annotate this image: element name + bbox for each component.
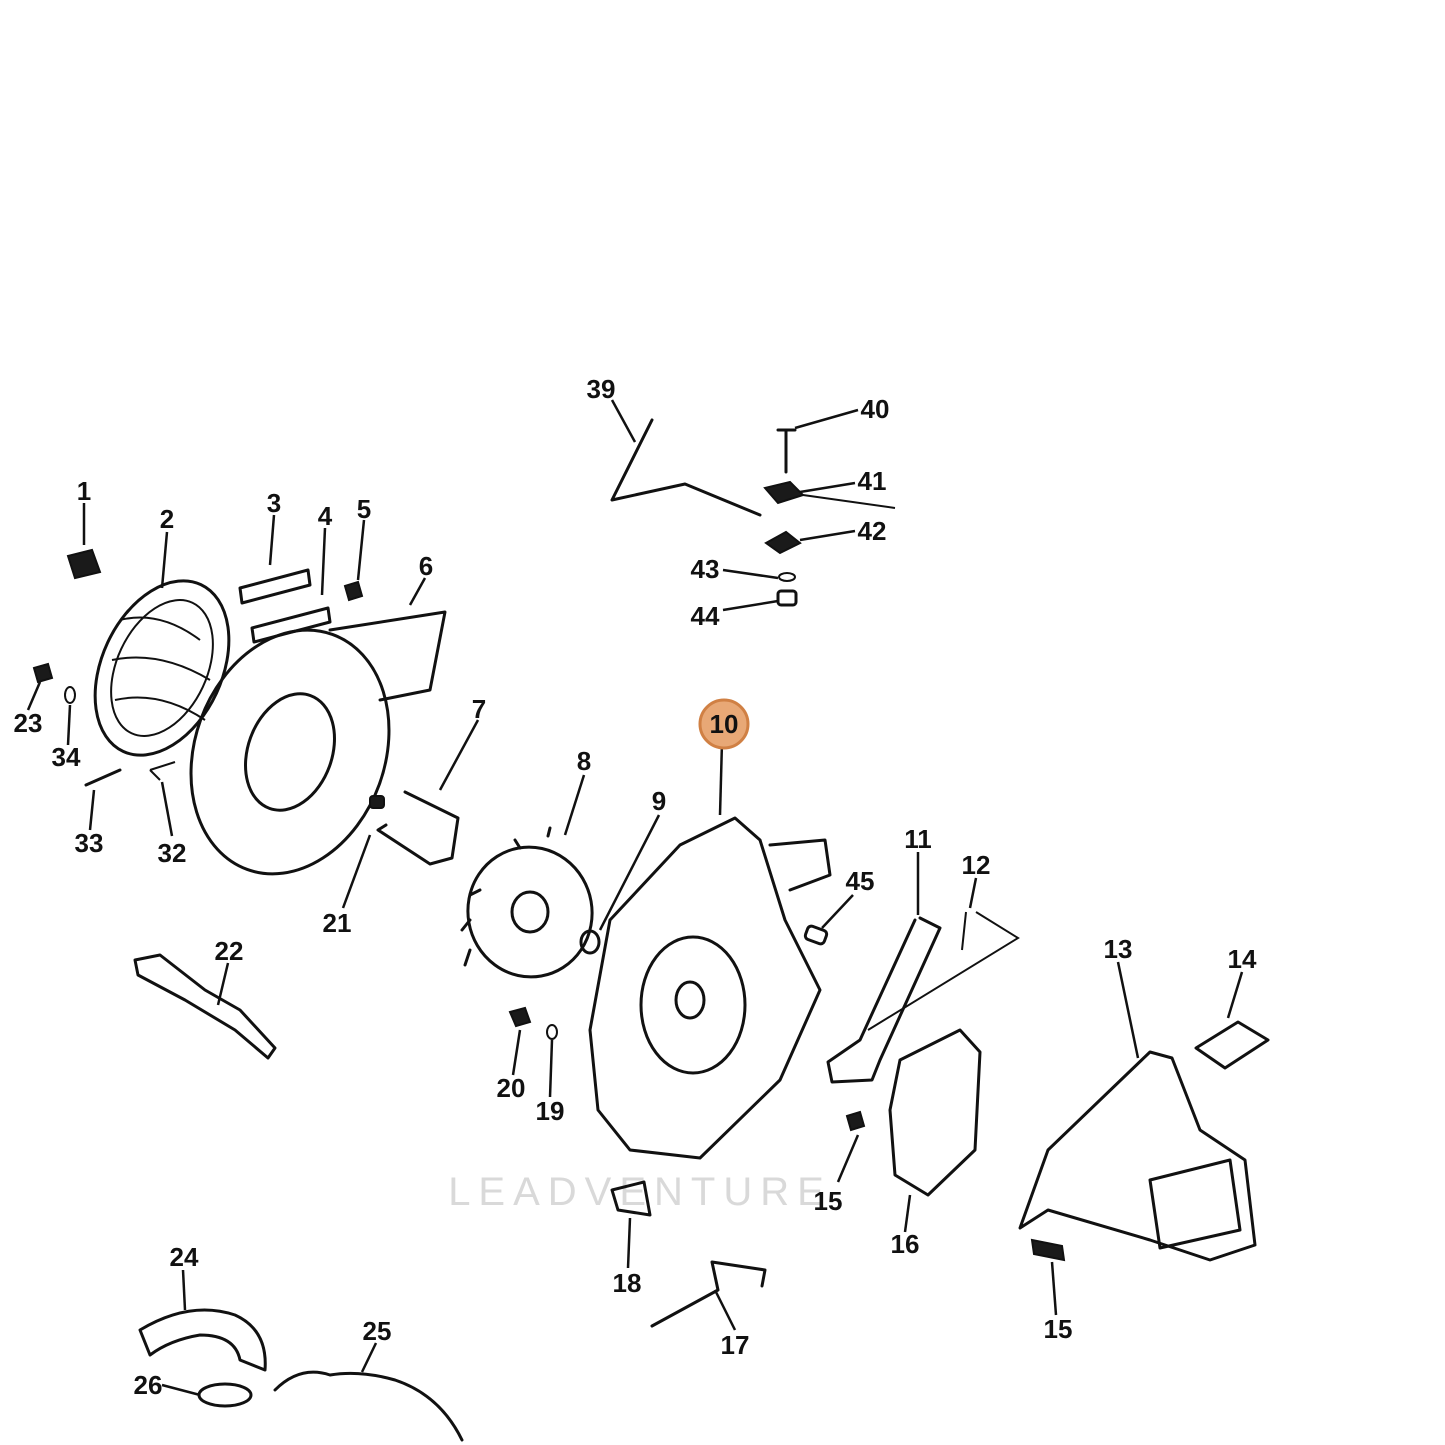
callout-19[interactable]: 19 (536, 1096, 565, 1126)
callout-26[interactable]: 26 (134, 1370, 163, 1400)
callout-12[interactable]: 12 (962, 850, 991, 880)
callout-21[interactable]: 21 (323, 908, 352, 938)
part-11-handle[interactable] (826, 916, 942, 1084)
callout-labels: 1 2 3 4 5 6 7 8 9 10 11 12 13 14 15 15 1… (14, 374, 1257, 1400)
part-25-pipe[interactable] (273, 1370, 464, 1442)
callout-8[interactable]: 8 (577, 746, 591, 776)
highlight-marker-10 (698, 698, 750, 750)
callout-22[interactable]: 22 (215, 936, 244, 966)
callout-18[interactable]: 18 (613, 1268, 642, 1298)
callout-23[interactable]: 23 (14, 708, 43, 738)
part-24-elbow[interactable] (138, 1308, 267, 1372)
callout-15a[interactable]: 15 (814, 1186, 843, 1216)
callout-34[interactable]: 34 (52, 742, 81, 772)
callout-5[interactable]: 5 (357, 494, 371, 524)
callout-17[interactable]: 17 (721, 1330, 750, 1360)
part-5-screw[interactable] (343, 580, 364, 602)
callout-14[interactable]: 14 (1228, 944, 1257, 974)
callout-39[interactable]: 39 (587, 374, 616, 404)
part-34-washer[interactable] (64, 686, 76, 704)
part-42-plate[interactable] (764, 530, 802, 555)
part-15b-screw[interactable] (1030, 1238, 1066, 1262)
part-14-label[interactable] (1194, 1020, 1270, 1070)
part-3-label[interactable] (238, 568, 312, 605)
part-8-fan[interactable] (458, 826, 603, 987)
callout-11[interactable]: 11 (904, 824, 932, 854)
part-15a-screw[interactable] (845, 1110, 866, 1132)
leader-lines (26, 399, 1244, 1397)
callout-1[interactable]: 1 (77, 476, 91, 506)
part-9-washer[interactable] (579, 929, 601, 955)
callout-20[interactable]: 20 (497, 1073, 526, 1103)
callout-9[interactable]: 9 (652, 786, 666, 816)
part-17-lever[interactable] (650, 1260, 767, 1328)
part-41-switch[interactable] (763, 480, 896, 509)
callout-45[interactable]: 45 (846, 866, 875, 896)
part-4-label[interactable] (250, 606, 332, 644)
callout-6[interactable]: 6 (419, 551, 433, 581)
part-1-clip[interactable] (66, 548, 102, 580)
part-43-washer[interactable] (778, 572, 796, 582)
callout-24[interactable]: 24 (170, 1242, 199, 1272)
callout-3[interactable]: 3 (267, 488, 281, 518)
callout-13[interactable]: 13 (1104, 934, 1133, 964)
part-23-screw[interactable] (32, 662, 54, 684)
callout-2[interactable]: 2 (160, 504, 174, 534)
part-32-spring[interactable] (149, 761, 176, 781)
callout-44[interactable]: 44 (691, 601, 720, 631)
callout-4[interactable]: 4 (318, 501, 333, 531)
part-21-grommet[interactable] (369, 795, 385, 809)
part-18-label[interactable] (610, 1180, 652, 1217)
part-33-pin[interactable] (84, 768, 122, 787)
part-22-strap[interactable] (133, 953, 277, 1060)
callout-41[interactable]: 41 (858, 466, 887, 496)
part-6-fan-housing[interactable] (158, 602, 447, 902)
callout-25[interactable]: 25 (363, 1316, 392, 1346)
part-39-rod[interactable] (610, 418, 762, 517)
watermark: LEADVENTURE (448, 1170, 832, 1214)
callout-10[interactable]: 10 (710, 709, 739, 739)
callout-15b[interactable]: 15 (1044, 1314, 1073, 1344)
part-20-bolt[interactable] (508, 1006, 532, 1028)
part-44-nut[interactable] (776, 589, 798, 607)
part-19-washer[interactable] (546, 1024, 558, 1040)
part-13-cover[interactable] (1018, 1050, 1257, 1262)
part-10-fan-case[interactable] (588, 816, 832, 1160)
part-40-screw[interactable] (776, 428, 797, 474)
part-26-clamp[interactable] (197, 1382, 253, 1408)
callout-43[interactable]: 43 (691, 554, 720, 584)
part-2-grille[interactable] (69, 559, 256, 776)
part-7-bracket[interactable] (376, 790, 460, 866)
callout-16[interactable]: 16 (891, 1229, 920, 1259)
callout-7[interactable]: 7 (472, 694, 486, 724)
callout-42[interactable]: 42 (858, 516, 887, 546)
callout-33[interactable]: 33 (75, 828, 104, 858)
callout-32[interactable]: 32 (158, 838, 187, 868)
part-16-cover[interactable] (888, 1028, 982, 1197)
callout-40[interactable]: 40 (861, 394, 890, 424)
part-12-wire[interactable] (867, 911, 1020, 1031)
part-45-bushing[interactable] (803, 924, 829, 946)
